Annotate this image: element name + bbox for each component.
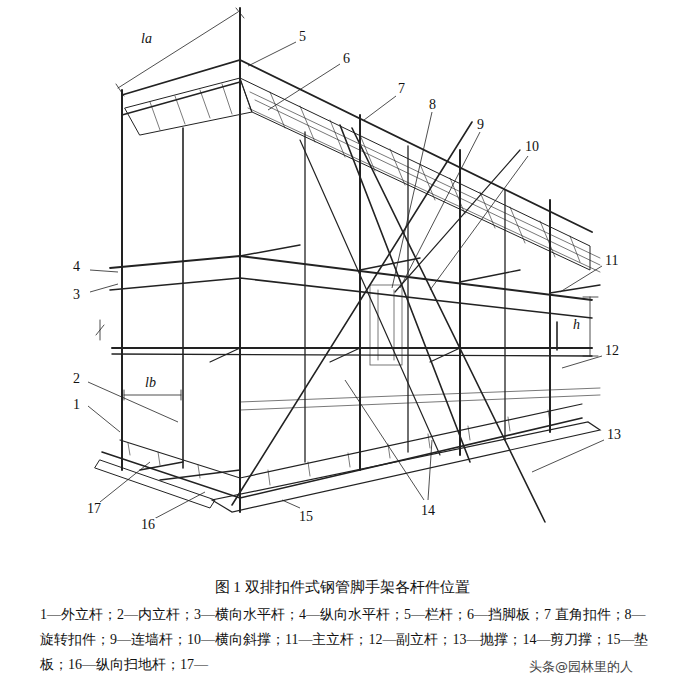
callout-number: 7 bbox=[397, 82, 406, 96]
dimension-label: h bbox=[572, 318, 581, 332]
callout-number: 4 bbox=[72, 260, 81, 274]
callout-number: 13 bbox=[606, 428, 622, 442]
callout-number: 6 bbox=[342, 52, 351, 66]
callout-number: 12 bbox=[604, 344, 620, 358]
callout-number: 8 bbox=[428, 98, 437, 112]
callout-number: 3 bbox=[72, 288, 81, 302]
callout-number: 1 bbox=[72, 398, 81, 412]
callout-number: 15 bbox=[298, 510, 314, 524]
dimension-label: lb bbox=[144, 376, 157, 390]
watermark: 头条@园林里的人 bbox=[528, 660, 634, 673]
dimension-label: la bbox=[140, 32, 153, 46]
figure-title: 图 1 双排扣件式钢管脚手架各杆件位置 bbox=[0, 578, 684, 597]
callout-number: 9 bbox=[476, 118, 485, 132]
callout-number: 17 bbox=[86, 502, 102, 516]
callout-number: 5 bbox=[298, 30, 307, 44]
callout-number: 2 bbox=[72, 372, 81, 386]
callout-number: 11 bbox=[604, 254, 619, 268]
callout-number: 14 bbox=[420, 504, 436, 518]
callout-number: 10 bbox=[524, 140, 540, 154]
callout-number: 16 bbox=[140, 518, 156, 532]
